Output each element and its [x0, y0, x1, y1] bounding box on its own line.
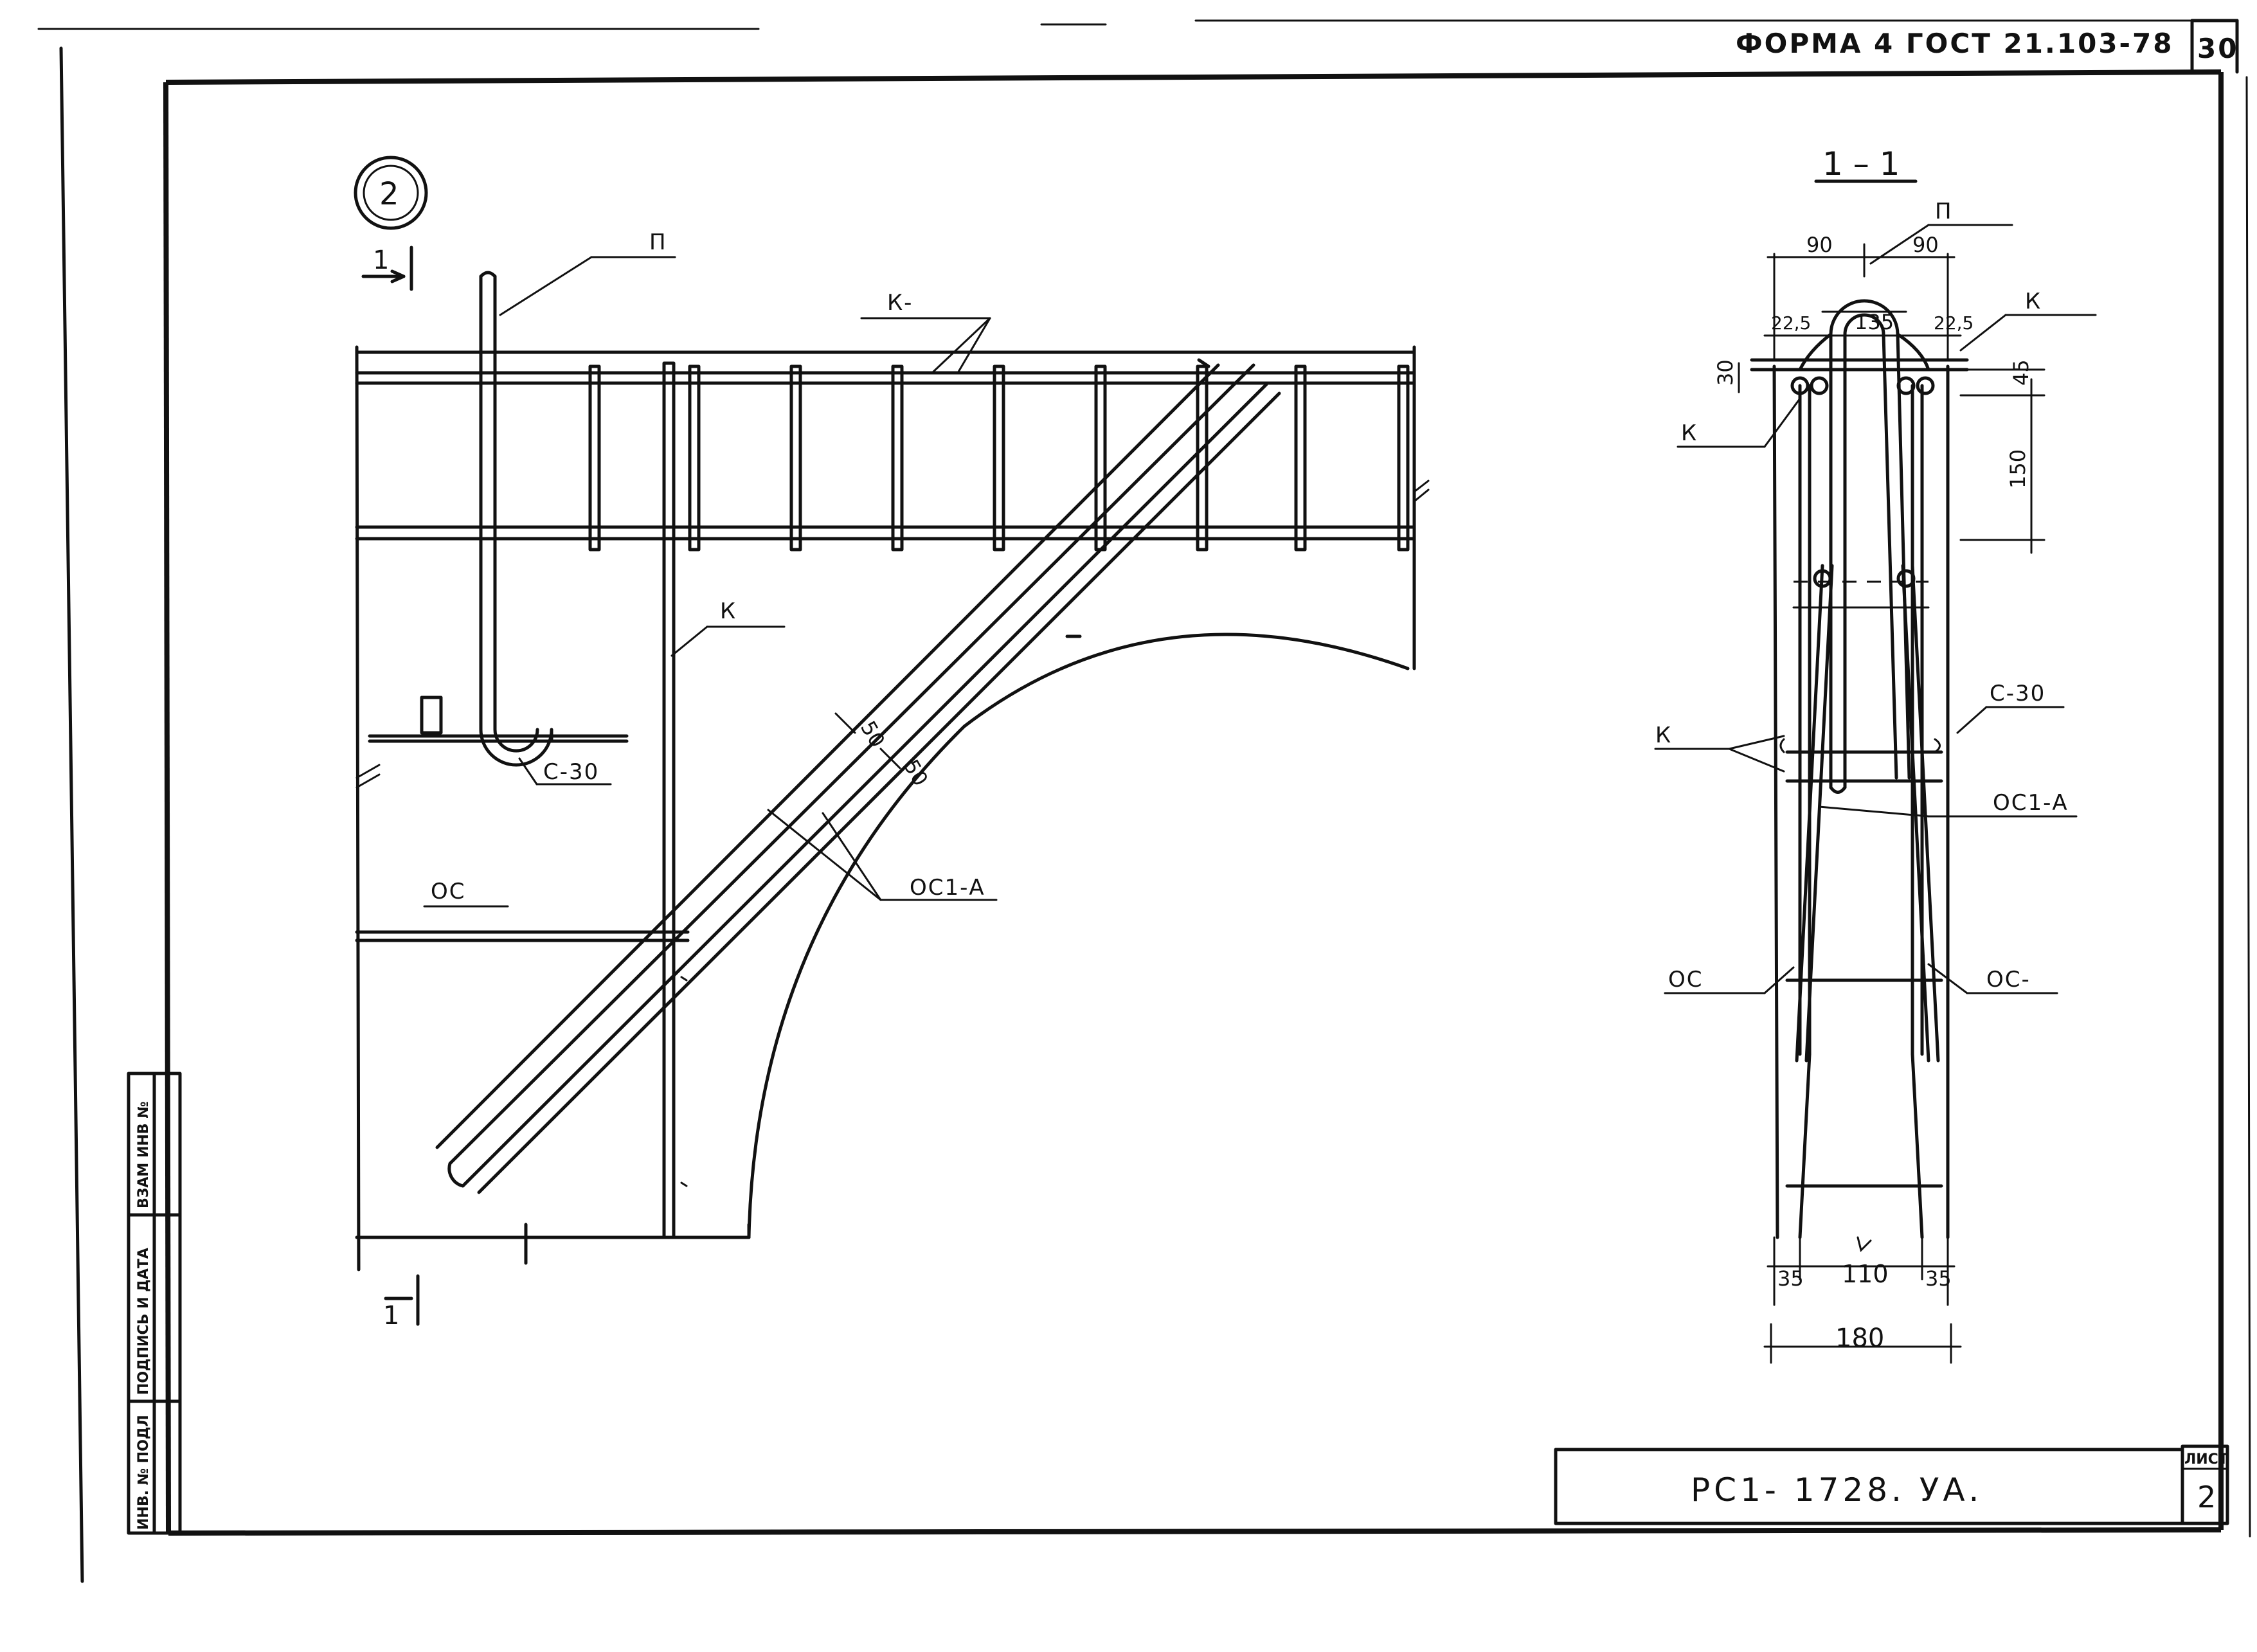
- stirrups: [588, 364, 1410, 552]
- label-oc1a: ОС1-А: [910, 875, 985, 901]
- dim-135: 135: [1855, 310, 1894, 334]
- dim-110: 110: [1842, 1260, 1889, 1288]
- label-c30: С-30: [543, 759, 599, 785]
- sec-label-c30: С-30: [1990, 681, 2046, 706]
- label-oc: ОС: [431, 879, 466, 904]
- stamp-inv-no: ИНВ. № ПОДЛ: [136, 1415, 152, 1530]
- drawing-code: РС1- 1728. УА.: [1691, 1471, 1983, 1509]
- sec-label-k-right: К: [2025, 289, 2042, 314]
- node-number: 2: [379, 176, 399, 212]
- sheet-number: 2: [2197, 1480, 2216, 1514]
- sheet-frame: [37, 19, 2251, 1583]
- side-stamp: ИНВ. № ПОДЛ ПОДПИСЬ И ДАТА ВЗАМ ИНВ №: [127, 1072, 182, 1535]
- form-label: ФОРМА 4 ГОСТ 21.103-78: [1736, 28, 2173, 59]
- label-p: П: [649, 229, 667, 255]
- main-view: 2 1 1: [354, 156, 1430, 1331]
- dim-180: 180: [1835, 1324, 1884, 1353]
- sec-label-k-mid: К: [1655, 723, 1672, 748]
- title-block: [1554, 1444, 2229, 1525]
- dim-45: 45: [2009, 359, 2033, 386]
- sec-label-p: П: [1935, 199, 1953, 224]
- section-view: 1 – 1: [1654, 145, 2097, 1364]
- stamp-signature-date: ПОДПИСЬ И ДАТА: [136, 1248, 152, 1395]
- section-mark-top: 1: [373, 246, 389, 275]
- dim-22-5-right: 22,5: [1934, 312, 1974, 334]
- dim-150: 150: [2006, 449, 2030, 489]
- dim-22-5-left: 22,5: [1771, 312, 1811, 334]
- dim-90-right: 90: [1912, 233, 1939, 257]
- sec-label-oc-left: ОС: [1668, 967, 1704, 992]
- label-k: К: [720, 598, 737, 624]
- page-number: 30: [2197, 33, 2238, 64]
- label-diag-b: 50: [899, 755, 933, 790]
- label-k-top: К-: [887, 290, 913, 316]
- stamp-vzam-inv: ВЗАМ ИНВ №: [136, 1101, 152, 1208]
- sec-label-oc-right: ОС-: [1986, 967, 2031, 992]
- dim-35-right: 35: [1925, 1266, 1952, 1291]
- section-title: 1 – 1: [1822, 145, 1900, 183]
- dim-30: 30: [1713, 359, 1738, 386]
- dim-90-left: 90: [1806, 233, 1833, 257]
- sec-label-k-left: К: [1681, 420, 1698, 446]
- section-mark-bottom: 1: [383, 1301, 399, 1331]
- dim-35-left: 35: [1777, 1266, 1804, 1291]
- sec-label-oc1a: ОС1-А: [1993, 790, 2069, 816]
- sheet-label: ЛИСТ: [2184, 1451, 2228, 1468]
